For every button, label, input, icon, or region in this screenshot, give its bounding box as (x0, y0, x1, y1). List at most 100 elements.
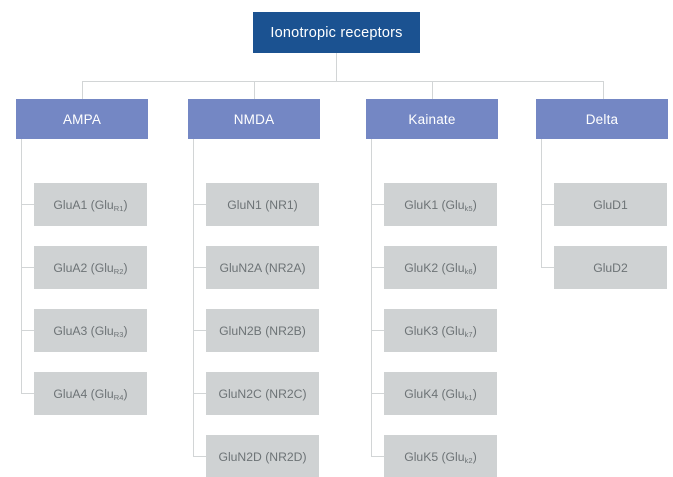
node-category-delta-label: Delta (585, 111, 619, 127)
leaf-name: GluA2 (53, 260, 88, 275)
leaf-alias-suffix: ) (472, 323, 477, 338)
node-leaf-gluk2-label: GluK2 (Gluk6) (404, 260, 477, 277)
node-leaf-glun2b-label: GluN2B (NR2B) (219, 324, 306, 338)
leaf-alias-subscript: R1 (113, 204, 124, 214)
leaf-alias-suffix: ) (123, 323, 128, 338)
leaf-alias-prefix: (NR2B) (265, 323, 306, 338)
node-root-label: Ionotropic receptors (270, 24, 403, 41)
node-leaf-glun2c[interactable]: GluN2C (NR2C) (206, 372, 319, 415)
connector-bus-to-kainate (432, 81, 433, 99)
connector-stub-ampa-3 (21, 330, 34, 331)
leaf-alias-subscript: k2 (464, 456, 473, 466)
leaf-name: GluN1 (227, 197, 262, 212)
connector-stub-delta-1 (541, 204, 554, 205)
leaf-alias-suffix: ) (472, 386, 477, 401)
leaf-alias-suffix: ) (472, 449, 477, 464)
connector-spine-ampa (21, 139, 22, 394)
connector-bus-to-ampa (82, 81, 83, 99)
connector-stub-kainate-1 (371, 204, 384, 205)
node-root-ionotropic-receptors[interactable]: Ionotropic receptors (253, 12, 420, 53)
leaf-alias-subscript: R2 (113, 267, 124, 277)
connector-bus-to-delta (603, 81, 604, 99)
leaf-alias-suffix: ) (472, 260, 477, 275)
leaf-name: GluK5 (404, 449, 439, 464)
leaf-name: GluK2 (404, 260, 439, 275)
node-leaf-gluk2[interactable]: GluK2 (Gluk6) (384, 246, 497, 289)
node-leaf-glun2c-label: GluN2C (NR2C) (218, 387, 306, 401)
node-leaf-glun1[interactable]: GluN1 (NR1) (206, 183, 319, 226)
connector-stub-kainate-2 (371, 267, 384, 268)
node-leaf-gluk5-label: GluK5 (Gluk2) (404, 449, 477, 466)
node-leaf-glun2a-label: GluN2A (NR2A) (219, 261, 305, 275)
leaf-alias-prefix: (Glu (90, 260, 114, 275)
leaf-alias-prefix: (NR2A) (264, 260, 306, 275)
leaf-alias-subscript: k6 (464, 267, 473, 277)
node-leaf-glun2a[interactable]: GluN2A (NR2A) (206, 246, 319, 289)
connector-stub-nmda-2 (193, 267, 206, 268)
connector-stub-ampa-1 (21, 204, 34, 205)
leaf-alias-prefix: (NR2C) (265, 386, 307, 401)
node-leaf-glua3-label: GluA3 (GluR3) (53, 323, 128, 340)
node-leaf-glun1-label: GluN1 (NR1) (227, 198, 297, 212)
node-leaf-glun2d-label: GluN2D (NR2D) (218, 450, 306, 464)
node-leaf-gluk1-label: GluK1 (Gluk5) (404, 197, 477, 214)
node-leaf-glua4[interactable]: GluA4 (GluR4) (34, 372, 147, 415)
connector-spine-kainate (371, 139, 372, 457)
leaf-alias-subscript: R4 (113, 393, 124, 403)
connector-stub-ampa-4 (21, 393, 34, 394)
connector-stub-ampa-2 (21, 267, 34, 268)
leaf-alias-prefix: (Glu (90, 386, 114, 401)
node-leaf-glua2-label: GluA2 (GluR2) (53, 260, 128, 277)
leaf-alias-suffix: ) (123, 260, 128, 275)
leaf-name: GluA4 (53, 386, 88, 401)
node-leaf-glud2[interactable]: GluD2 (554, 246, 667, 289)
leaf-alias-prefix: (Glu (441, 449, 465, 464)
node-category-nmda-label: NMDA (233, 111, 275, 127)
connector-stub-delta-2 (541, 267, 554, 268)
leaf-alias-prefix: (NR2D) (265, 449, 307, 464)
node-leaf-glud2-label: GluD2 (593, 260, 628, 275)
leaf-alias-prefix: (Glu (441, 386, 465, 401)
leaf-name: GluN2B (219, 323, 262, 338)
connector-root-stem (336, 53, 337, 81)
node-leaf-glua1-label: GluA1 (GluR1) (53, 197, 128, 214)
leaf-alias-suffix: ) (472, 197, 477, 212)
node-leaf-glua1[interactable]: GluA1 (GluR1) (34, 183, 147, 226)
node-category-nmda[interactable]: NMDA (188, 99, 320, 139)
leaf-alias-subscript: k1 (464, 393, 473, 403)
leaf-alias-prefix: (Glu (441, 260, 465, 275)
node-leaf-glua3[interactable]: GluA3 (GluR3) (34, 309, 147, 352)
node-category-ampa-label: AMPA (62, 111, 102, 127)
connector-root-bus (82, 81, 603, 82)
node-leaf-glud1[interactable]: GluD1 (554, 183, 667, 226)
leaf-name: GluK1 (404, 197, 439, 212)
leaf-name: GluA1 (53, 197, 88, 212)
leaf-name: GluN2A (219, 260, 262, 275)
node-leaf-gluk4[interactable]: GluK4 (Gluk1) (384, 372, 497, 415)
leaf-name: GluK3 (404, 323, 439, 338)
connector-stub-kainate-4 (371, 393, 384, 394)
leaf-alias-suffix: ) (123, 197, 128, 212)
node-category-kainate[interactable]: Kainate (366, 99, 498, 139)
leaf-name: GluK4 (404, 386, 439, 401)
node-leaf-glun2b[interactable]: GluN2B (NR2B) (206, 309, 319, 352)
node-leaf-gluk1[interactable]: GluK1 (Gluk5) (384, 183, 497, 226)
node-category-ampa[interactable]: AMPA (16, 99, 148, 139)
node-leaf-gluk5[interactable]: GluK5 (Gluk2) (384, 435, 497, 477)
node-leaf-gluk3[interactable]: GluK3 (Gluk7) (384, 309, 497, 352)
leaf-alias-prefix: (Glu (90, 323, 114, 338)
leaf-name: GluN2C (218, 386, 262, 401)
node-leaf-glun2d[interactable]: GluN2D (NR2D) (206, 435, 319, 477)
connector-stub-nmda-4 (193, 393, 206, 394)
leaf-alias-subscript: k7 (464, 330, 473, 340)
node-leaf-glua2[interactable]: GluA2 (GluR2) (34, 246, 147, 289)
connector-spine-delta (541, 139, 542, 268)
node-leaf-glua4-label: GluA4 (GluR4) (53, 386, 128, 403)
connector-stub-kainate-3 (371, 330, 384, 331)
leaf-alias-suffix: ) (123, 386, 128, 401)
connector-stub-nmda-5 (193, 456, 206, 457)
node-category-delta[interactable]: Delta (536, 99, 668, 139)
node-leaf-gluk4-label: GluK4 (Gluk1) (404, 386, 477, 403)
leaf-name: GluA3 (53, 323, 88, 338)
